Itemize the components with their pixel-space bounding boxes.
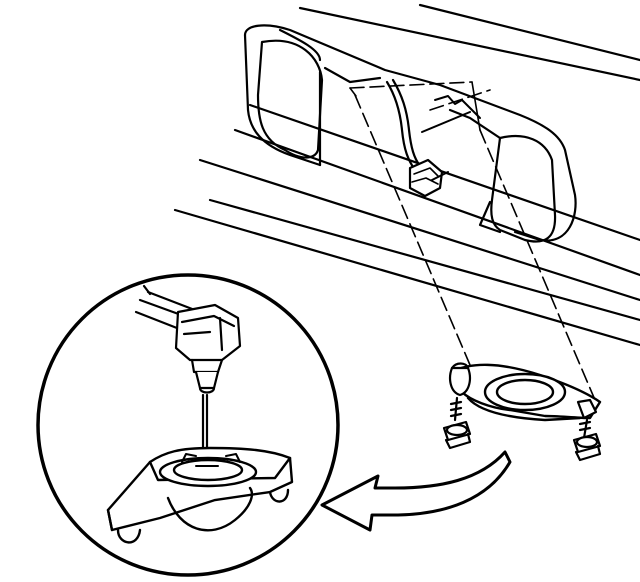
detail-connector: [174, 303, 242, 374]
left-lens-block: [256, 39, 324, 159]
wiring-harness: [385, 78, 422, 172]
alignment-lines: [349, 81, 596, 401]
right-lens-block: [448, 108, 557, 243]
lamp-socket-upper: [408, 158, 449, 198]
plate-pocket: [243, 24, 577, 242]
detail-lamp-housing: [106, 446, 294, 544]
screw-left: [442, 396, 472, 450]
detail-magnifier-icon: [36, 273, 340, 577]
alignment-lines-solid: [349, 81, 481, 131]
screw-right: [572, 418, 602, 462]
detail-retaining-tabs: [181, 453, 241, 467]
lamp-housing: [450, 363, 602, 422]
housing-stud-left: [449, 362, 471, 397]
mounting-slot: [421, 95, 481, 133]
curved-arrow-icon: [320, 450, 512, 532]
housing-stud-right: [576, 398, 598, 420]
